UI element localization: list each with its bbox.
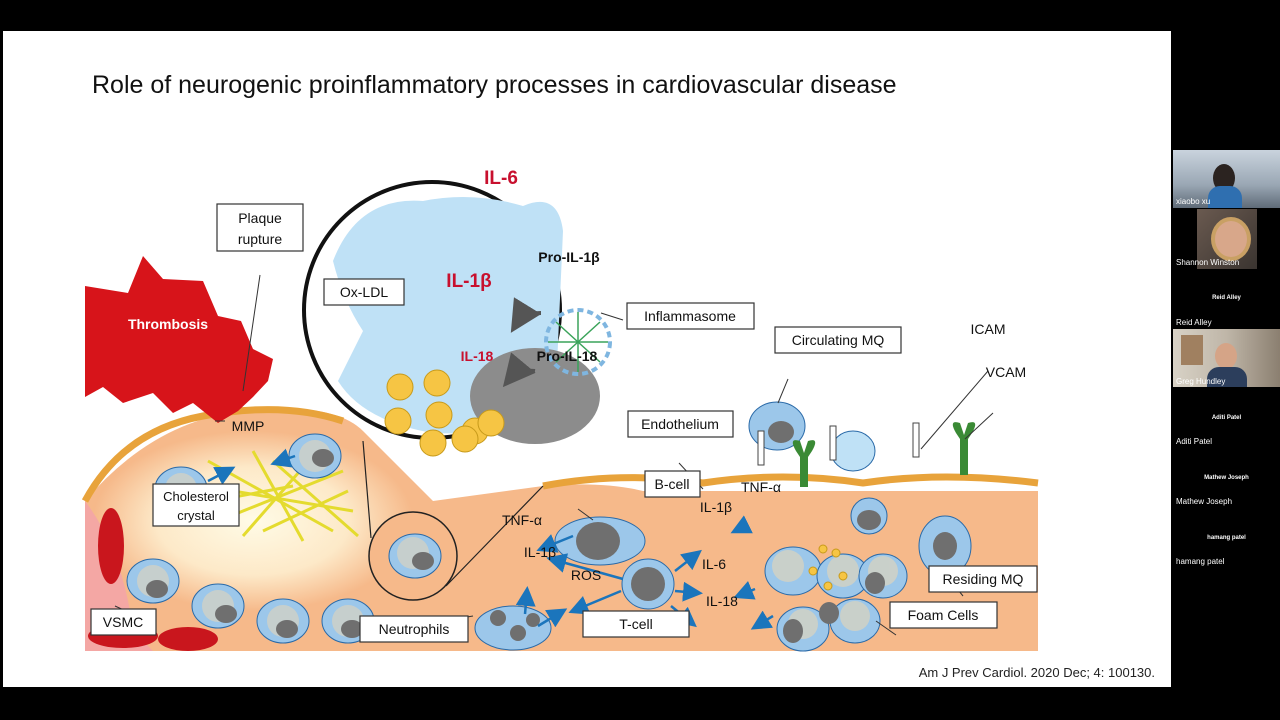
il18-zoom-label: IL-18: [461, 348, 494, 364]
participant-tile-reid-alley[interactable]: Reid Alley Reid Alley: [1173, 270, 1280, 328]
participant-name-center: Reid Alley: [1212, 295, 1241, 301]
participant-name-center: Mathew Joseph: [1204, 475, 1249, 481]
cholesterol-crystal-shape: [207, 450, 359, 542]
vsmc-label: VSMC: [103, 614, 143, 630]
vcam-label: VCAM: [986, 364, 1026, 380]
circulating-mq-label: Circulating MQ: [792, 332, 885, 348]
il18-label: IL-18: [706, 593, 738, 609]
participant-name-center: hamang patel: [1207, 535, 1246, 541]
plaque-rupture-label: Plaque: [238, 210, 282, 226]
il1b-right-label: IL-1β: [700, 499, 732, 515]
t-cell-label: T-cell: [619, 616, 652, 632]
crystal-label: crystal: [177, 508, 215, 523]
participant-name: Reid Alley: [1176, 318, 1212, 327]
foam-cell-inset: [362, 440, 544, 601]
participant-name: xiaobo xu: [1176, 197, 1211, 206]
plaque-rupture-box: [216, 203, 304, 252]
participant-video: [1173, 329, 1280, 387]
participant-name: Greg Hundley: [1176, 377, 1226, 386]
thrombosis-label: Thrombosis: [128, 316, 208, 332]
endothelium-box: [627, 410, 734, 438]
avatar: [1211, 217, 1251, 261]
il6-zoom-label: IL-6: [484, 168, 518, 189]
thrombosis-shape: [85, 256, 273, 423]
participant-panel: xiaobo xu Shannon Winston Reid Alley Rei…: [1171, 0, 1280, 720]
vsmc-box: [90, 608, 157, 636]
tnf-left-label: TNF-α: [502, 512, 542, 528]
participant-name: Mathew Joseph: [1176, 497, 1233, 506]
residing-mq-label: Residing MQ: [943, 571, 1024, 587]
il1b-left-label: IL-1β: [524, 544, 556, 560]
ox-ldl-box: [323, 278, 405, 306]
cholesterol-label: Cholesterol: [163, 489, 229, 504]
avatar: [1215, 343, 1237, 369]
participant-name-center: Aditi Patel: [1211, 415, 1242, 421]
participant-tile-greg-hundley[interactable]: Greg Hundley: [1173, 329, 1280, 387]
circulating-mq-box: [774, 326, 902, 354]
participant-tile-mathew-joseph[interactable]: Mathew Joseph Mathew Joseph: [1173, 450, 1280, 508]
participant-name: Aditi Patel: [1176, 437, 1213, 446]
t-cell-box: [582, 610, 690, 638]
inflammation-figure: Plaque rupture Thrombosis IL-6 IL-1β IL-…: [81, 168, 1039, 652]
participant-tile-aditi-patel[interactable]: Aditi Patel Aditi Patel: [1173, 390, 1280, 448]
presentation-slide: Role of neurogenic proinflammatory proce…: [3, 31, 1171, 687]
inflammasome-box: [626, 302, 755, 330]
plaque-rupture-label-2: rupture: [238, 231, 283, 247]
mmp-label: MMP: [232, 418, 265, 434]
participant-tile-shannon-winston[interactable]: Shannon Winston: [1173, 209, 1280, 269]
macrophage-zoom-circle: [302, 180, 612, 457]
residing-mq-box: [928, 565, 1038, 593]
b-cell-box: [644, 470, 701, 498]
citation: Am J Prev Cardiol. 2020 Dec; 4: 100130.: [918, 665, 1155, 680]
participant-tile-hamang-patel[interactable]: hamang patel hamang patel: [1173, 510, 1280, 568]
avatar: [1213, 164, 1235, 192]
neutrophils-box: [359, 615, 469, 643]
icam-label: ICAM: [971, 321, 1006, 337]
pro-il18-label: Pro-IL-18: [537, 348, 598, 364]
inflammasome-label: Inflammasome: [644, 308, 736, 324]
il6-label: IL-6: [702, 556, 726, 572]
signal-arrows: [207, 448, 774, 630]
cholesterol-crystal-box: [152, 483, 240, 527]
tnf-right-label: TNF-α: [741, 479, 781, 495]
immune-cells-right: [474, 401, 972, 652]
foam-cells-box: [889, 601, 998, 629]
neutrophils-label: Neutrophils: [379, 621, 450, 637]
foam-cells-label: Foam Cells: [908, 607, 979, 623]
il1b-zoom-label: IL-1β: [446, 271, 491, 292]
participant-name: Shannon Winston: [1176, 258, 1240, 267]
endothelium-label: Endothelium: [641, 416, 719, 432]
participant-video: [1197, 209, 1257, 269]
participant-tile-xiaobo-xu[interactable]: xiaobo xu: [1173, 150, 1280, 208]
ros-label: ROS: [571, 567, 601, 583]
b-cell-label: B-cell: [654, 476, 689, 492]
participant-video: [1173, 150, 1280, 208]
slide-title: Role of neurogenic proinflammatory proce…: [92, 71, 897, 99]
ox-ldl-label: Ox-LDL: [340, 284, 388, 300]
pro-il1b-label: Pro-IL-1β: [538, 249, 600, 265]
participant-name: hamang patel: [1176, 557, 1225, 566]
